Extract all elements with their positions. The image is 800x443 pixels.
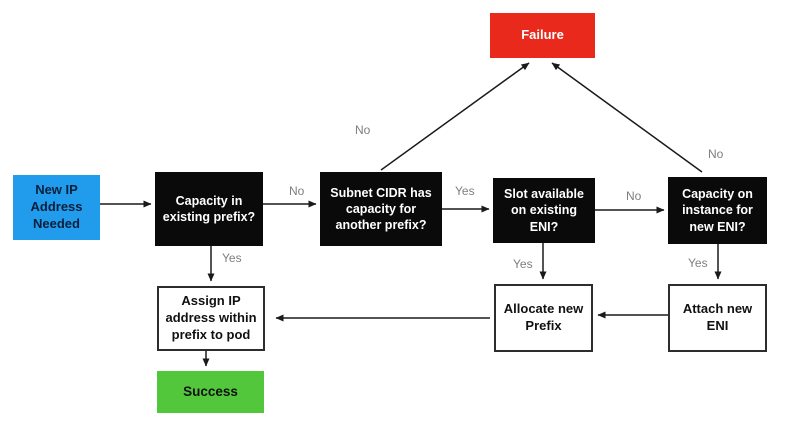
edge-label-slot-available-yes: Yes	[513, 257, 533, 271]
node-capacity-existing-prefix: Capacity in existing prefix?	[155, 172, 263, 246]
node-failure: Failure	[490, 13, 595, 58]
node-subnet-cidr-capacity: Subnet CIDR has capacity for another pre…	[320, 172, 442, 246]
node-start: New IP Address Needed	[13, 175, 100, 240]
edge-subnet-cidr-no-to-failure	[380, 62, 530, 171]
node-attach-eni: Attach new ENI	[668, 284, 767, 352]
edge-label-slot-available-no: No	[626, 189, 642, 203]
edge-capacity-instance-no-to-failure	[551, 62, 703, 173]
edge-label-capacity-instance-yes: Yes	[688, 256, 708, 270]
edge-label-subnet-cidr-no: No	[355, 123, 371, 137]
node-assign-ip: Assign IP address within prefix to pod	[157, 286, 265, 351]
edge-label-subnet-cidr-yes: Yes	[455, 184, 475, 198]
edge-label-capacity-existing-no: No	[289, 184, 305, 198]
edge-label-capacity-instance-no: No	[708, 147, 724, 161]
node-success: Success	[157, 371, 264, 413]
node-capacity-instance-eni: Capacity on instance for new ENI?	[668, 177, 767, 244]
node-allocate-prefix: Allocate new Prefix	[494, 284, 593, 352]
node-slot-available-eni: Slot available on existing ENI?	[493, 178, 595, 243]
edge-label-capacity-existing-yes: Yes	[222, 251, 242, 265]
